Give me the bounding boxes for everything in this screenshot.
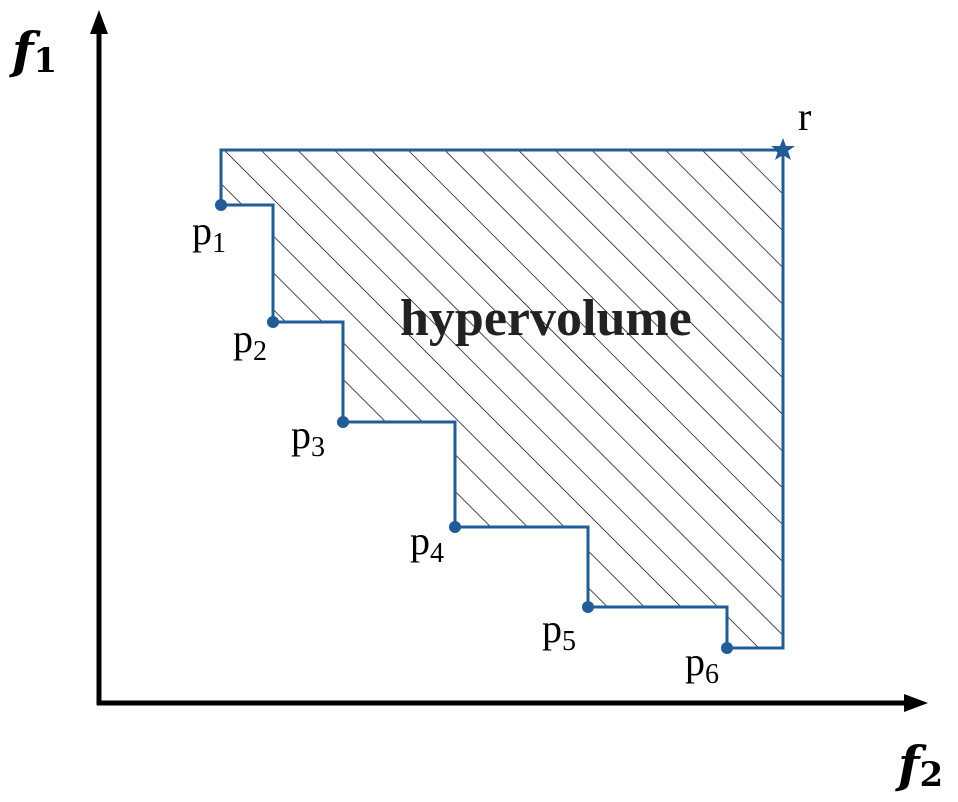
- hypervolume-region: [219, 148, 785, 650]
- reference-point-label: r: [798, 94, 811, 139]
- hypervolume-label: hypervolume: [400, 290, 692, 347]
- x-axis-arrow-icon: [904, 694, 928, 712]
- point-label-p2: p2: [233, 316, 267, 367]
- x-axis-label: f2: [895, 735, 943, 795]
- y-axis-label: f1: [9, 21, 57, 81]
- point-p4: [449, 521, 461, 533]
- reference-point-star-icon: [771, 138, 795, 160]
- point-p5: [582, 601, 594, 613]
- point-p2: [267, 316, 279, 328]
- y-axis-arrow-icon: [90, 10, 108, 34]
- point-label-p6: p6: [685, 639, 719, 690]
- point-label-p4: p4: [410, 518, 444, 569]
- point-label-p3: p3: [291, 412, 325, 463]
- point-p3: [337, 416, 349, 428]
- axes: [90, 10, 928, 712]
- point-label-p1: p1: [192, 208, 226, 259]
- point-p6: [721, 642, 733, 654]
- pareto-points: [215, 199, 733, 654]
- point-p1: [215, 199, 227, 211]
- point-label-p5: p5: [542, 606, 576, 657]
